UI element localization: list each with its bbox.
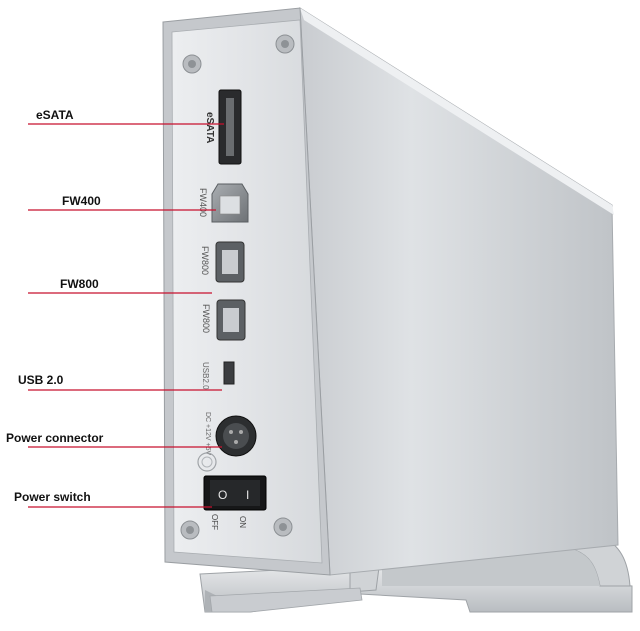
fw400-port: FW400 [198,183,249,223]
esata-callout: eSATA [36,108,74,122]
enclosure-side [299,7,619,576]
front-panel [171,19,323,564]
power-connector: DC +12V +5V [204,412,257,457]
leader-lines [28,123,224,508]
fw400-panel-label: FW400 [198,188,208,217]
screw-icon [180,34,295,540]
usb-callout: USB 2.0 [18,373,64,387]
usb-port: USB2.0 [201,361,235,390]
certification-mark-icon [197,452,217,472]
switch-on-label: ON [238,516,247,528]
fw800-callout: FW800 [60,277,99,291]
fw800-port-bottom: FW800 [201,299,246,341]
switch-off-symbol: O [218,488,227,502]
power-switch-callout: Power switch [14,490,91,504]
fw800-port-top: FW800 [200,241,245,283]
fw800-bottom-panel-label: FW800 [201,304,211,333]
switch-on-symbol: I [246,488,249,502]
fw400-callout: FW400 [62,194,101,208]
switch-off-label: OFF [210,514,219,530]
power-switch: O I OFF ON [203,475,267,530]
dc-rating-panel-label: DC +12V +5V [204,412,211,456]
fw800-top-panel-label: FW800 [200,246,210,275]
esata-port: eSATA [204,89,242,165]
power-connector-callout: Power connector [6,431,104,445]
esata-panel-label: eSATA [204,112,215,143]
usb-panel-label: USB2.0 [201,362,210,390]
